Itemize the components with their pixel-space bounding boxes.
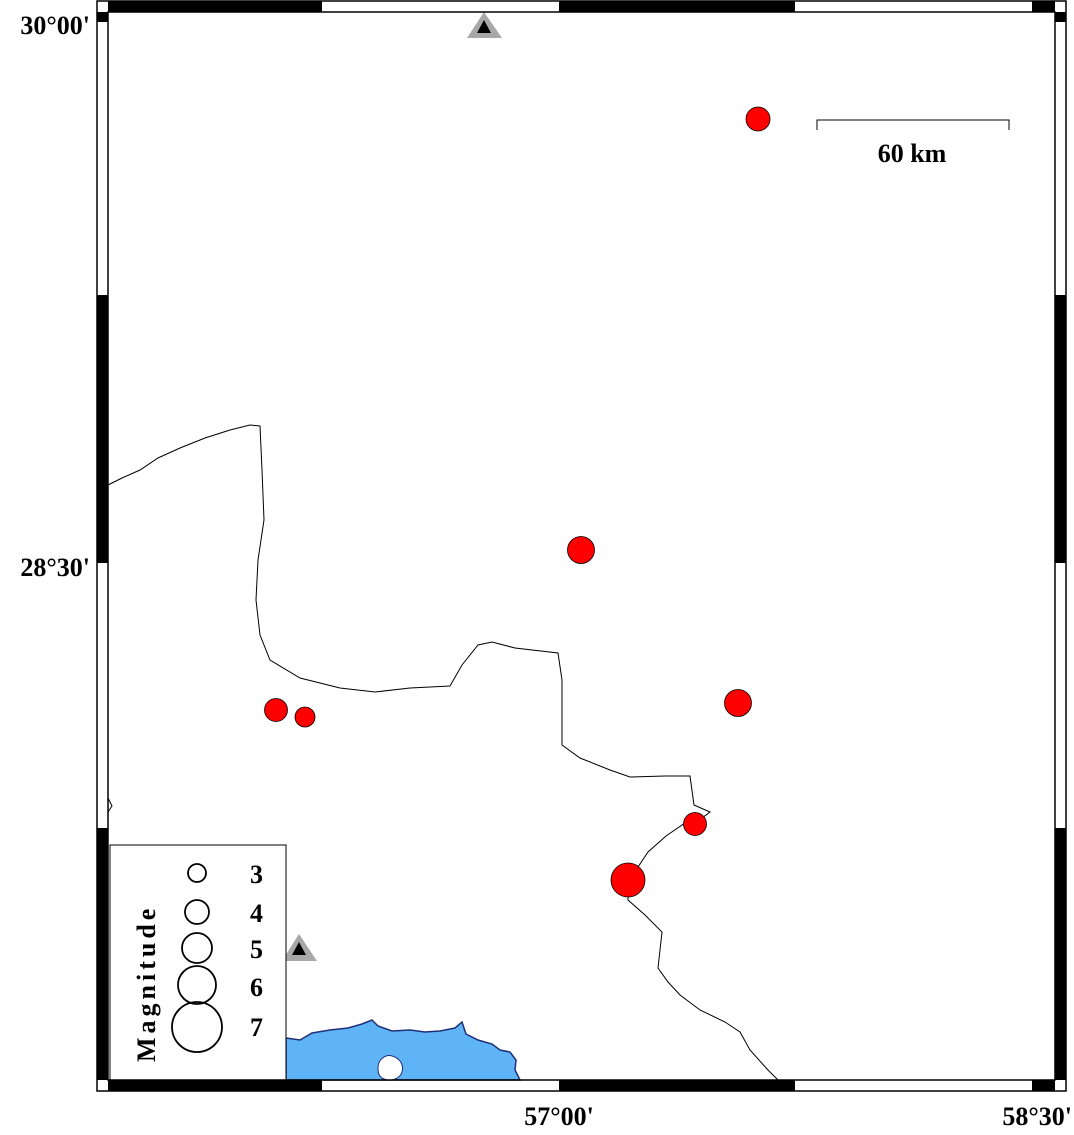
event-ne: [745, 106, 771, 132]
legend-label-4: 4: [250, 899, 263, 928]
legend: Magnitude 3 4 5 6 7: [109, 844, 287, 1082]
frame-right-seg-1: [1055, 12, 1066, 22]
latitude-label-middle: 28°30': [20, 553, 90, 582]
latitude-label-top: 30°00': [20, 11, 90, 40]
legend-circle-5: [181, 932, 213, 964]
frame-bottom-seg-2: [559, 1080, 795, 1091]
border-west: [107, 424, 779, 1081]
legend-circle-6: [177, 965, 217, 1005]
map-frame: [96, 0, 1067, 1092]
island: [377, 1055, 403, 1081]
legend-label-6: 6: [250, 973, 263, 1002]
frame-top-seg-1: [108, 1, 322, 12]
legend-title: Magnitude: [132, 905, 161, 1062]
event-west-b: [294, 706, 316, 728]
frame-bottom-seg-1: [108, 1080, 322, 1091]
frame-right-seg-3: [1055, 828, 1066, 1080]
event-south: [610, 862, 646, 898]
sea-area: [285, 1019, 522, 1081]
station-north-inner-triangle: [477, 20, 491, 33]
scale-bar: 60 km: [816, 119, 1010, 168]
frame-left-seg-3: [97, 828, 108, 1080]
frame-bottom-seg-3: [1032, 1080, 1055, 1091]
scale-bar-label: 60 km: [878, 139, 947, 168]
border-west-edge: [107, 797, 113, 813]
legend-circle-3: [187, 863, 207, 883]
frame-top-seg-2: [559, 1, 795, 12]
event-southeast: [683, 812, 707, 836]
frame-left-seg-1: [97, 12, 108, 22]
event-east: [724, 689, 752, 717]
legend-label-3: 3: [250, 860, 263, 889]
legend-label-7: 7: [250, 1013, 263, 1042]
station-southwest-inner-triangle: [292, 942, 306, 955]
legend-circle-4: [184, 899, 210, 925]
station-southwest: [282, 934, 317, 961]
legend-circle-7: [171, 1001, 223, 1053]
frame-top-seg-3: [1032, 1, 1055, 12]
earthquake-events: [264, 106, 771, 898]
scale-bar-line: [816, 119, 1010, 130]
legend-label-5: 5: [250, 935, 263, 964]
longitude-label-right: 58°30': [1002, 1102, 1072, 1130]
longitude-label-middle: 57°00': [524, 1102, 594, 1130]
frame-left-seg-2: [97, 295, 108, 563]
station-north: [467, 12, 502, 38]
event-west-a: [264, 698, 288, 722]
frame-right-seg-2: [1055, 295, 1066, 563]
event-center: [567, 536, 595, 564]
